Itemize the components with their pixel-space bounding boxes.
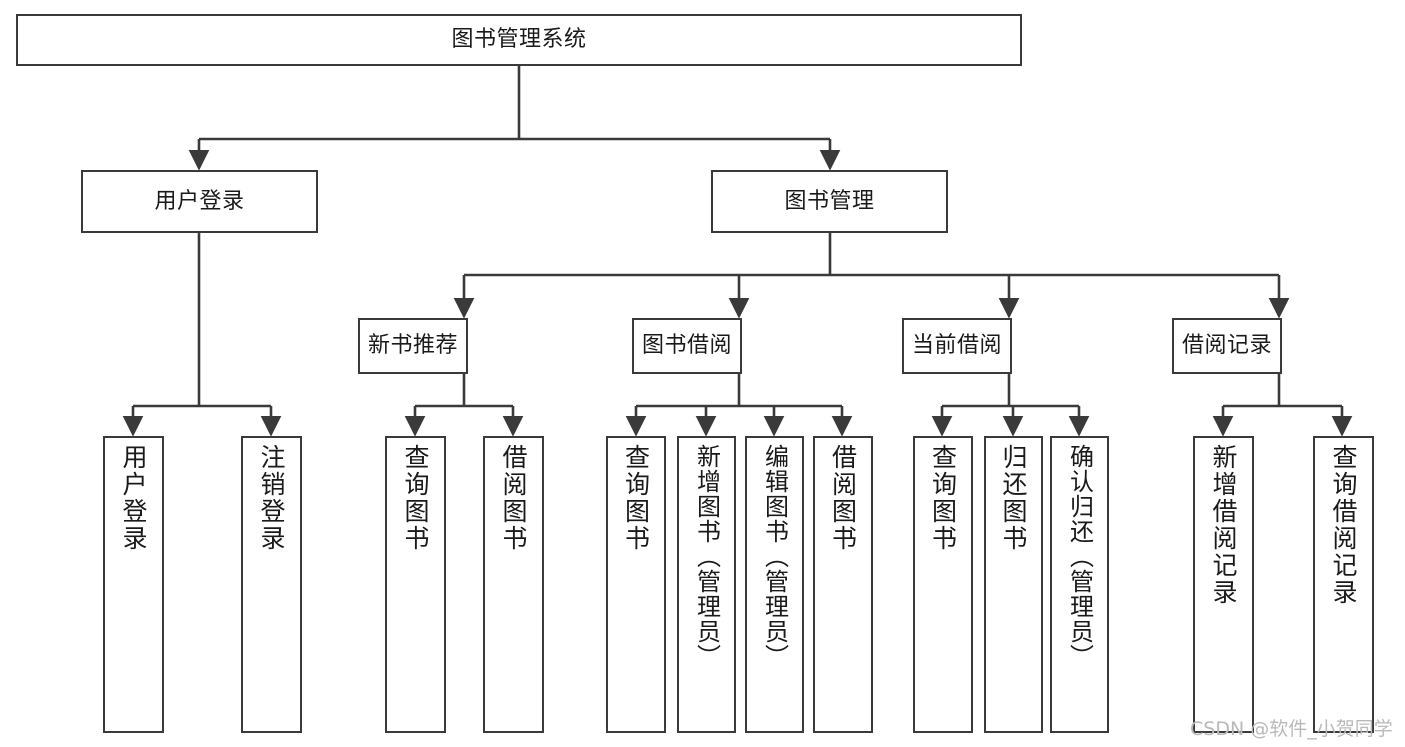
node-leaf-confirm-return-admin-label: 确认归还（管理员） — [1065, 444, 1094, 669]
node-book-borrow[interactable]: 图书借阅 — [632, 318, 742, 374]
node-leaf-return-book-label: 归还图书 — [999, 444, 1028, 552]
node-leaf-edit-book-admin[interactable]: 编辑图书（管理员） — [745, 436, 804, 733]
node-leaf-query-book-2[interactable]: 查询图书 — [606, 436, 666, 733]
node-leaf-return-book[interactable]: 归还图书 — [984, 436, 1043, 733]
node-root-label: 图书管理系统 — [451, 27, 587, 53]
node-leaf-logout-label: 注销登录 — [257, 444, 286, 552]
node-root[interactable]: 图书管理系统 — [16, 14, 1022, 66]
node-leaf-user-login[interactable]: 用户登录 — [103, 436, 164, 733]
node-leaf-query-book-3-label: 查询图书 — [928, 444, 958, 552]
node-leaf-borrow-book-1-label: 借阅图书 — [499, 444, 528, 552]
node-new-book-recommend[interactable]: 新书推荐 — [358, 318, 468, 374]
node-leaf-query-borrow-record[interactable]: 查询借阅记录 — [1313, 436, 1374, 733]
node-book-management-label: 图书管理 — [784, 188, 875, 214]
node-current-borrow-label: 当前借阅 — [911, 333, 1002, 359]
node-leaf-query-book-2-label: 查询图书 — [621, 444, 651, 552]
csdn-watermark: CSDN @软件_小贺同学 — [1190, 718, 1393, 740]
node-leaf-query-book-1[interactable]: 查询图书 — [385, 436, 446, 733]
node-new-book-recommend-label: 新书推荐 — [367, 333, 458, 359]
node-user-login-label: 用户登录 — [154, 188, 245, 214]
node-borrow-record-label: 借阅记录 — [1181, 333, 1272, 359]
node-leaf-query-borrow-record-label: 查询借阅记录 — [1329, 444, 1358, 606]
node-borrow-record[interactable]: 借阅记录 — [1172, 318, 1282, 374]
node-book-borrow-label: 图书借阅 — [641, 333, 732, 359]
node-leaf-add-borrow-record-label: 新增借阅记录 — [1209, 444, 1238, 606]
node-leaf-add-borrow-record[interactable]: 新增借阅记录 — [1193, 436, 1254, 733]
node-leaf-add-book-admin-label: 新增图书（管理员） — [692, 444, 721, 669]
node-book-management[interactable]: 图书管理 — [711, 170, 948, 233]
node-leaf-user-login-label: 用户登录 — [119, 444, 148, 552]
node-leaf-query-book-1-label: 查询图书 — [401, 444, 430, 552]
node-leaf-edit-book-admin-label: 编辑图书（管理员） — [760, 444, 789, 669]
node-user-login[interactable]: 用户登录 — [81, 170, 318, 233]
node-leaf-query-book-3[interactable]: 查询图书 — [913, 436, 973, 733]
node-leaf-borrow-book-2[interactable]: 借阅图书 — [813, 436, 873, 733]
node-current-borrow[interactable]: 当前借阅 — [902, 318, 1012, 374]
node-leaf-logout[interactable]: 注销登录 — [241, 436, 302, 733]
node-leaf-confirm-return-admin[interactable]: 确认归还（管理员） — [1050, 436, 1109, 733]
node-leaf-borrow-book-2-label: 借阅图书 — [828, 444, 858, 552]
node-leaf-add-book-admin[interactable]: 新增图书（管理员） — [677, 436, 736, 733]
node-leaf-borrow-book-1[interactable]: 借阅图书 — [483, 436, 544, 733]
